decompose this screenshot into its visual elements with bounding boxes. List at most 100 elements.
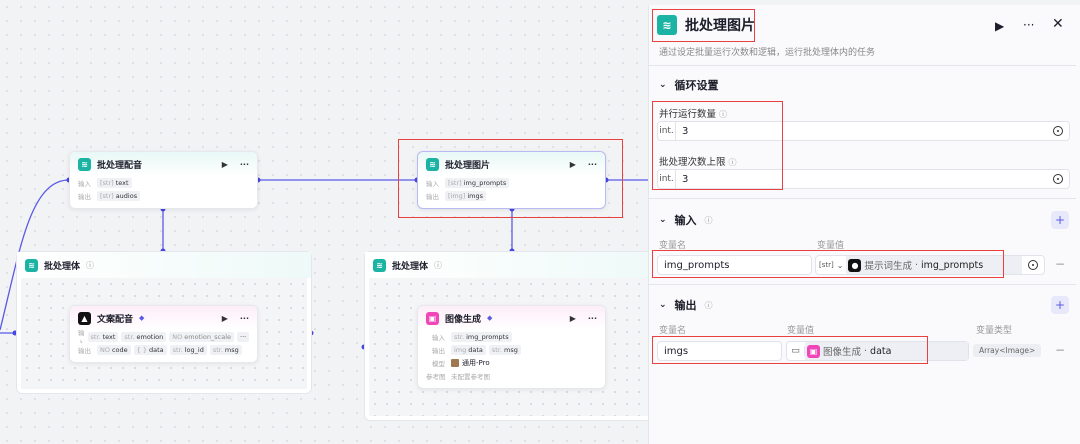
- max-label: 批处理次数上限 ⓘ: [659, 157, 737, 168]
- ref-value: 未配置参考图: [451, 372, 490, 381]
- output-label: 输出: [78, 346, 91, 355]
- premium-icon: ◆: [487, 314, 493, 322]
- info-icon: ⓘ: [86, 260, 95, 270]
- batch-icon: ≋: [78, 157, 91, 171]
- more-inputs-button[interactable]: ···: [237, 331, 250, 342]
- output-tag: [str]audios: [97, 190, 141, 201]
- output-label: 输出: [432, 346, 445, 355]
- batch-body-container-left[interactable]: ≋ 批处理体 ⓘ: [16, 251, 312, 394]
- edge-in-audio: [0, 179, 70, 331]
- run-icon[interactable]: ▶: [569, 313, 576, 323]
- col-name-label: 变量名: [659, 326, 687, 336]
- panel-description: 通过设定批量运行次数和逻辑，运行批处理体内的任务: [659, 48, 876, 58]
- run-icon[interactable]: ▶: [221, 159, 228, 169]
- close-icon[interactable]: ✕: [1052, 16, 1064, 32]
- container-body: [369, 278, 659, 416]
- remove-input-button[interactable]: −: [1055, 257, 1066, 271]
- input-name-field[interactable]: img_prompts: [657, 255, 812, 275]
- input-label: 输入: [426, 179, 439, 188]
- node-image-batch[interactable]: ≋ 批处理图片 ▶ ··· 输入 [str]img_prompts 输出 [img]img…: [417, 151, 606, 209]
- batch-icon: ≋: [426, 157, 439, 171]
- node-title: 批处理配音: [97, 160, 143, 171]
- variable-ref-icon: [1053, 126, 1063, 136]
- run-icon[interactable]: ▶: [569, 159, 576, 169]
- chevron-down-icon: ⌄: [659, 215, 667, 225]
- node-title: 文案配音: [97, 314, 134, 325]
- output-name-field[interactable]: imgs: [657, 341, 782, 361]
- parallel-label: 并行运行数量 ⓘ: [659, 109, 728, 120]
- info-icon: ⓘ: [719, 110, 728, 119]
- input-tag: [str]img_prompts: [445, 177, 510, 188]
- info-icon: ⓘ: [728, 158, 737, 167]
- model-value: 通用-Pro: [462, 358, 490, 367]
- output-label: 输出: [426, 192, 439, 201]
- more-icon[interactable]: ···: [587, 159, 597, 169]
- input-label: 输入: [78, 330, 85, 343]
- batch-icon: ≋: [25, 258, 38, 272]
- output-tag: str.msg: [488, 344, 521, 355]
- premium-icon: ◆: [139, 314, 145, 322]
- variable-ref-icon: [1053, 174, 1063, 184]
- node-audio-batch[interactable]: ≋ 批处理配音 ▶ ··· 输入 [str]text 输出 [str]audios: [69, 151, 258, 209]
- section-loop[interactable]: ⌄循环设置: [659, 79, 719, 92]
- input-value-field[interactable]: [str]⌄ ●提示词生成 · img_prompts: [815, 255, 1045, 275]
- tts-plugin-icon: ▲: [78, 311, 91, 325]
- variable-ref-icon: [1028, 260, 1038, 270]
- more-icon[interactable]: ···: [239, 313, 249, 323]
- col-value-label: 变量值: [787, 326, 815, 336]
- model-label: 模型: [432, 359, 445, 368]
- output-tag: str.msg: [209, 344, 242, 355]
- input-tag: str.text: [87, 331, 119, 342]
- col-name-label: 变量名: [659, 241, 687, 251]
- chevron-down-icon: ⌄: [659, 80, 667, 90]
- input-tag: str.img_prompts: [451, 331, 512, 342]
- container-title: 批处理体: [44, 261, 81, 272]
- add-input-button[interactable]: +: [1051, 211, 1069, 229]
- batch-icon: ≋: [657, 15, 677, 35]
- output-tag: str.log_id: [169, 344, 207, 355]
- max-count-input[interactable]: int.3: [657, 169, 1070, 189]
- type-select[interactable]: [str]: [819, 261, 834, 269]
- image-gen-icon: ▣: [807, 344, 820, 358]
- add-output-button[interactable]: +: [1051, 296, 1069, 314]
- model-avatar-icon: [451, 358, 459, 367]
- col-type-label: 变量类型: [976, 326, 1013, 336]
- ref-label: 参考图: [426, 372, 446, 381]
- chevron-down-icon: ⌄: [659, 300, 667, 310]
- more-icon[interactable]: ···: [587, 313, 597, 323]
- remove-output-button[interactable]: −: [1055, 343, 1066, 357]
- output-type-badge: Array<Image>: [973, 344, 1042, 357]
- info-icon: ⓘ: [704, 215, 713, 225]
- run-icon[interactable]: ▶: [995, 19, 1005, 33]
- input-label: 输入: [78, 179, 91, 188]
- image-type-icon: ▭: [787, 346, 805, 356]
- batch-icon: ≋: [373, 258, 386, 272]
- info-icon: ⓘ: [704, 300, 713, 310]
- output-label: 输出: [78, 192, 91, 201]
- output-value-field[interactable]: ▭ ▣图像生成 · data: [786, 341, 969, 361]
- output-tag: [img]imgs: [445, 190, 486, 201]
- more-icon[interactable]: ···: [1023, 18, 1035, 32]
- node-title: 批处理图片: [445, 160, 491, 171]
- parallel-count-input[interactable]: int.3: [657, 121, 1070, 141]
- chevron-down-icon: ⌄: [836, 260, 844, 270]
- col-value-label: 变量值: [817, 241, 845, 251]
- input-label: 输入: [432, 333, 445, 342]
- more-icon[interactable]: ···: [239, 159, 249, 169]
- output-tag: { }data: [133, 344, 167, 355]
- image-gen-icon: ▣: [426, 311, 439, 325]
- panel-title[interactable]: 批处理图片: [685, 18, 755, 34]
- node-title: 图像生成: [445, 314, 482, 325]
- input-tag: str.emotion: [121, 331, 167, 342]
- prompt-node-icon: ●: [848, 258, 862, 272]
- input-tag: [str]text: [97, 177, 132, 188]
- run-icon[interactable]: ▶: [221, 313, 228, 323]
- container-title: 批处理体: [392, 261, 429, 272]
